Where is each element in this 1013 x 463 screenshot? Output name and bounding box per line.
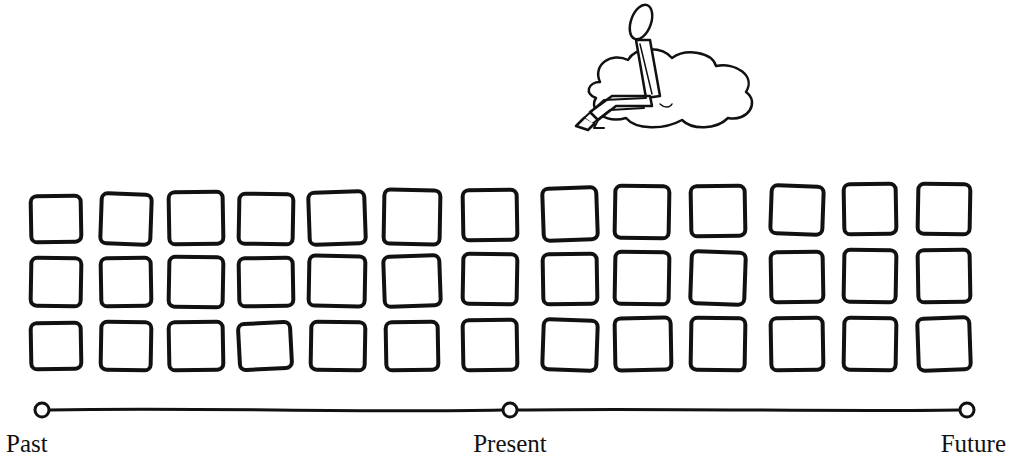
timeline-label: Present — [473, 430, 547, 458]
figure-on-cloud — [576, 2, 752, 130]
block-grid — [31, 184, 971, 371]
timeline-label: Past — [6, 430, 48, 458]
timeline-axis — [35, 403, 974, 417]
timeline-label: Future — [941, 430, 1006, 458]
